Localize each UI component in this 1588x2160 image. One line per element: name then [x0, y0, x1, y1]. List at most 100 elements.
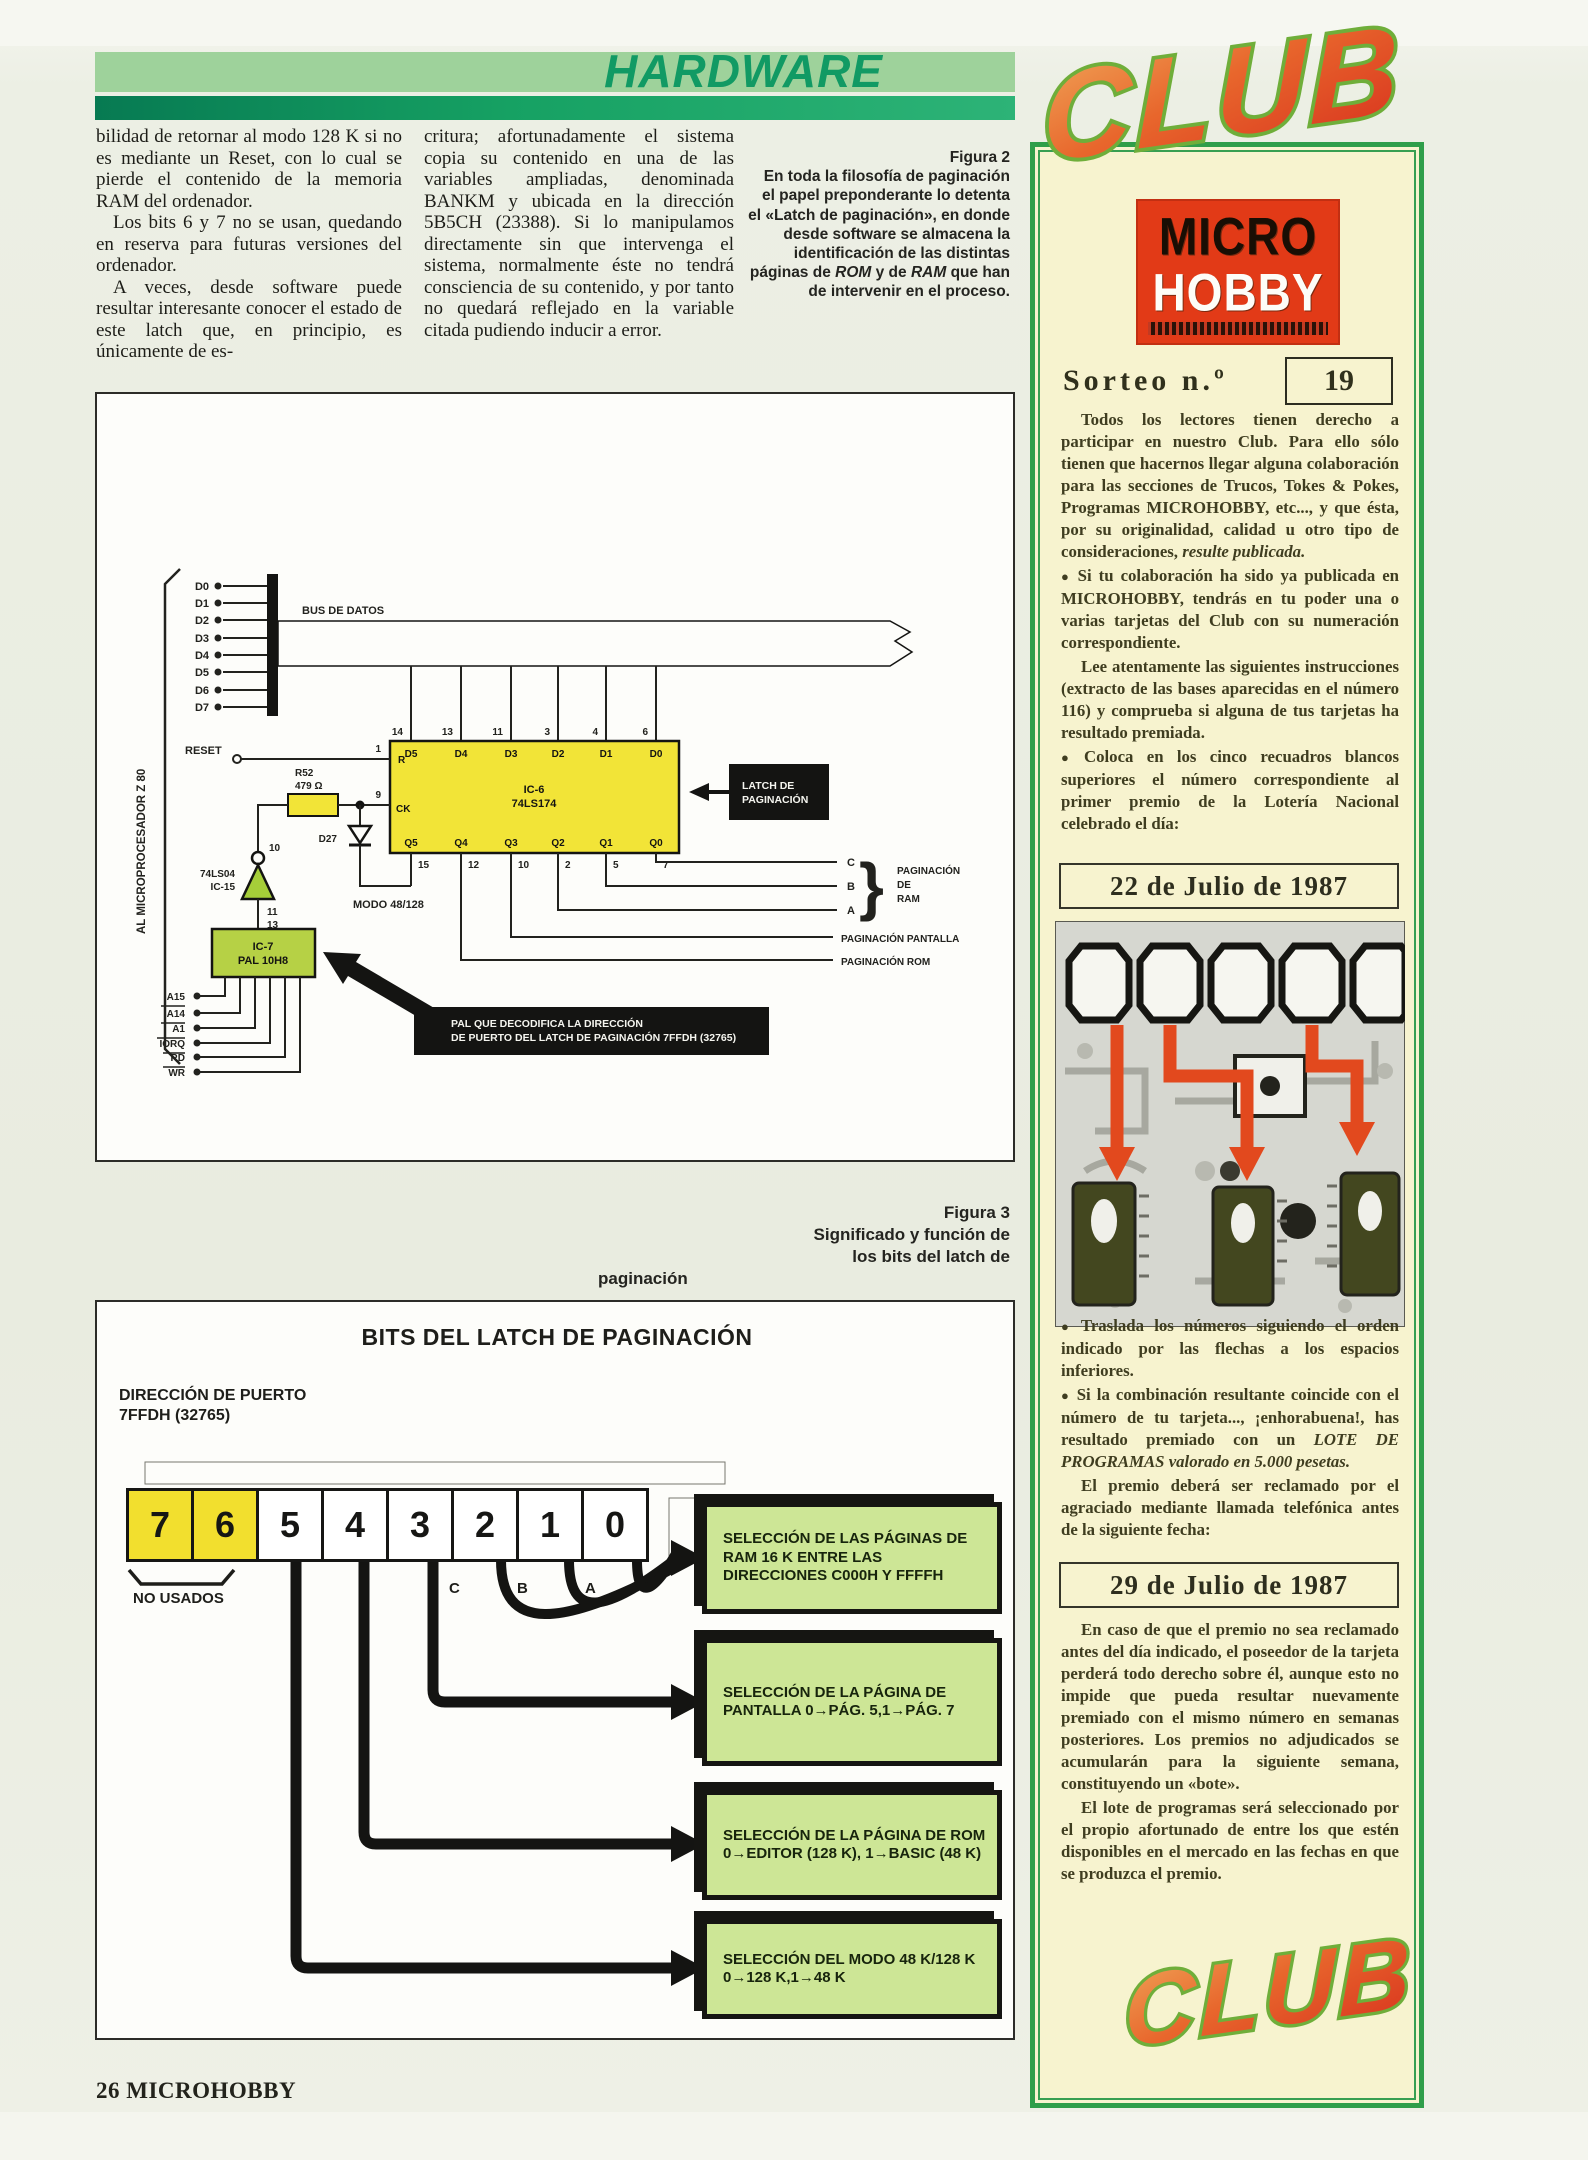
latch-callout-line2: PAGINACIÓN: [742, 793, 808, 806]
bullet-item: ●Traslada los números siguiendo el orden…: [1061, 1315, 1399, 1382]
wire-letter-b: B: [517, 1580, 528, 1597]
pal-callout-arrow: [323, 952, 441, 1026]
figure3-caption-text: Significado y función de: [813, 1225, 1010, 1244]
section-title: HARDWARE: [604, 45, 883, 97]
sidebar-paragraph-text: Todos los lectores tienen derecho a part…: [1061, 410, 1399, 561]
figure3-caption-title: Figura 3: [943, 1203, 1010, 1222]
data-line-label: D4: [195, 650, 210, 662]
pal-callout-line1: PAL QUE DECODIFICA LA DIRECCIÓN: [451, 1017, 643, 1030]
selection-box-rom-text: SELECCIÓN DE LA PÁGINA DE ROM 0→EDITOR (…: [723, 1826, 986, 1863]
figure3-title: BITS DEL LATCH DE PAGINACIÓN: [361, 1324, 753, 1350]
article-column-2: critura; afortunadamente el sistema copi…: [424, 126, 734, 341]
svg-text:11: 11: [492, 727, 503, 738]
signal-a1: A1: [172, 1024, 185, 1035]
logo-hobby-text: HOBBY: [1152, 262, 1324, 322]
lottery-date-box-2: 29 de Julio de 1987: [1059, 1562, 1399, 1608]
bit-6: 6: [191, 1488, 259, 1562]
selection-box-rom: SELECCIÓN DE LA PÁGINA DE ROM 0→EDITOR (…: [702, 1790, 1002, 1900]
wire-letter-c: C: [449, 1580, 460, 1597]
data-line-label: D1: [195, 598, 209, 610]
pantalla-output-label: PAGINACIÓN PANTALLA: [841, 932, 959, 945]
data-line-label: D5: [195, 667, 209, 679]
resistor-name: R52: [295, 768, 314, 779]
figure3-caption-text: paginación: [598, 1269, 688, 1288]
ram-group-line2: DE: [897, 880, 911, 891]
paragraph: critura; afortunadamente el sistema copi…: [424, 126, 734, 341]
modo-wire: [359, 845, 412, 887]
figure2-caption: Figura 2 En toda la filosofía de paginac…: [748, 148, 1010, 302]
pal-name: IC-7: [253, 941, 274, 953]
club-sidebar: MICRO HOBBY Sorteo n.º 19 Todos los lect…: [1030, 142, 1424, 2108]
svg-text:D0: D0: [650, 749, 663, 760]
bus-junction-bar: [267, 574, 278, 716]
page-top-margin: [0, 0, 1588, 46]
svg-text:7: 7: [663, 860, 669, 871]
sorteo-number-box: 19: [1285, 357, 1393, 405]
page-bottom-margin: [0, 2112, 1588, 2160]
pin10-number: 10: [269, 843, 281, 854]
output-wires: [460, 853, 837, 961]
bullet-item: ●Si la combinación resultante coincide c…: [1061, 1384, 1399, 1473]
latch-callout-arrowhead: [689, 783, 709, 801]
page-footer: 26 MICROHOBBY: [96, 2078, 297, 2103]
pin11-number: 11: [267, 907, 278, 918]
bullet-item: ●Si tu colaboración ha sido ya publicada…: [1061, 565, 1399, 654]
ram-emphasis: RAM: [910, 264, 947, 282]
svg-text:3: 3: [544, 727, 550, 738]
figure2-circuit-diagram: AL MICROPROCESADOR Z 80 D0 D1 D2 D3 D4 D…: [95, 392, 1015, 1162]
z80-label: AL MICROPROCESADOR Z 80: [136, 769, 148, 934]
port-address-line1: DIRECCIÓN DE PUERTO: [119, 1387, 307, 1404]
pal-input-wires: [197, 977, 301, 1073]
bullet-text: Coloca en los cinco recuadros blancos su…: [1061, 747, 1399, 833]
bullet-text: Si tu colaboración ha sido ya publicada …: [1061, 566, 1399, 652]
svg-text:D1: D1: [600, 749, 613, 760]
sorteo-row: Sorteo n.º 19: [1063, 357, 1393, 405]
rom-output-label: PAGINACIÓN ROM: [841, 955, 930, 968]
bus-label: BUS DE DATOS: [302, 605, 384, 617]
output-b: B: [847, 881, 855, 893]
number-octagons: [1065, 942, 1405, 1024]
pin1-number: 1: [375, 744, 381, 755]
selection-box-pantalla: SELECCIÓN DE LA PÁGINA DE PANTALLA 0→PÁG…: [702, 1638, 1002, 1766]
data-line-label: D0: [195, 581, 209, 593]
section-banner: HARDWARE: [95, 48, 1015, 94]
bit-7: 7: [126, 1488, 194, 1562]
signal-rd: RD: [171, 1053, 185, 1064]
ram-group-line1: PAGINACIÓN: [897, 864, 960, 877]
inverter-74ls04: [240, 862, 276, 901]
sidebar-text-block-3: En caso de que el premio no sea reclamad…: [1061, 1619, 1399, 1887]
bit-1: 1: [516, 1488, 584, 1562]
latch-chip-74ls174: [388, 739, 681, 855]
pal-callout-line2: DE PUERTO DEL LATCH DE PAGINACIÓN 7FFDH …: [451, 1031, 736, 1044]
diode-d27: [346, 824, 374, 846]
figure3-caption: Figura 3 Significado y función de los bi…: [580, 1202, 1010, 1290]
svg-text:14: 14: [392, 727, 404, 738]
pal-chip: [210, 927, 317, 979]
svg-text:13: 13: [442, 727, 454, 738]
bit-row: 7 6 5 4 3 2 1 0: [126, 1488, 649, 1562]
bit-wires: [290, 1547, 682, 1974]
unused-brace: [127, 1568, 236, 1586]
svg-text:D3: D3: [505, 749, 518, 760]
svg-text:D5: D5: [405, 749, 418, 760]
paragraph: A veces, desde software puede resultar i…: [96, 276, 402, 363]
svg-text:10: 10: [518, 860, 530, 871]
svg-text:6: 6: [642, 727, 648, 738]
svg-text:15: 15: [418, 860, 430, 871]
svg-text:Q2: Q2: [551, 838, 565, 849]
bullet-icon: ●: [1061, 569, 1072, 584]
selection-box-modo-text: SELECCIÓN DEL MODO 48 K/128 K 0→128 K,1→…: [723, 1950, 976, 1987]
figure2-caption-text: y de: [871, 264, 911, 282]
data-line-label: D7: [195, 702, 209, 714]
bit-4: 4: [321, 1488, 389, 1562]
svg-text:Q5: Q5: [404, 838, 418, 849]
bullet-text: Si la combinación resultante coincide co…: [1061, 1385, 1399, 1449]
chip-type: 74LS174: [512, 798, 558, 810]
top-pin-numbers: 14 13 11 3 4 6: [392, 727, 649, 738]
figure3-latch-bits: BITS DEL LATCH DE PAGINACIÓN DIRECCIÓN D…: [95, 1300, 1015, 2040]
paragraph: Los bits 6 y 7 no se usan, quedando en r…: [96, 212, 402, 276]
ram-brace: }: [859, 850, 884, 922]
signal-iorq: IORQ: [159, 1039, 185, 1050]
pcb-photo: [1055, 921, 1405, 1327]
inverter-name: 74LS04: [200, 869, 235, 880]
